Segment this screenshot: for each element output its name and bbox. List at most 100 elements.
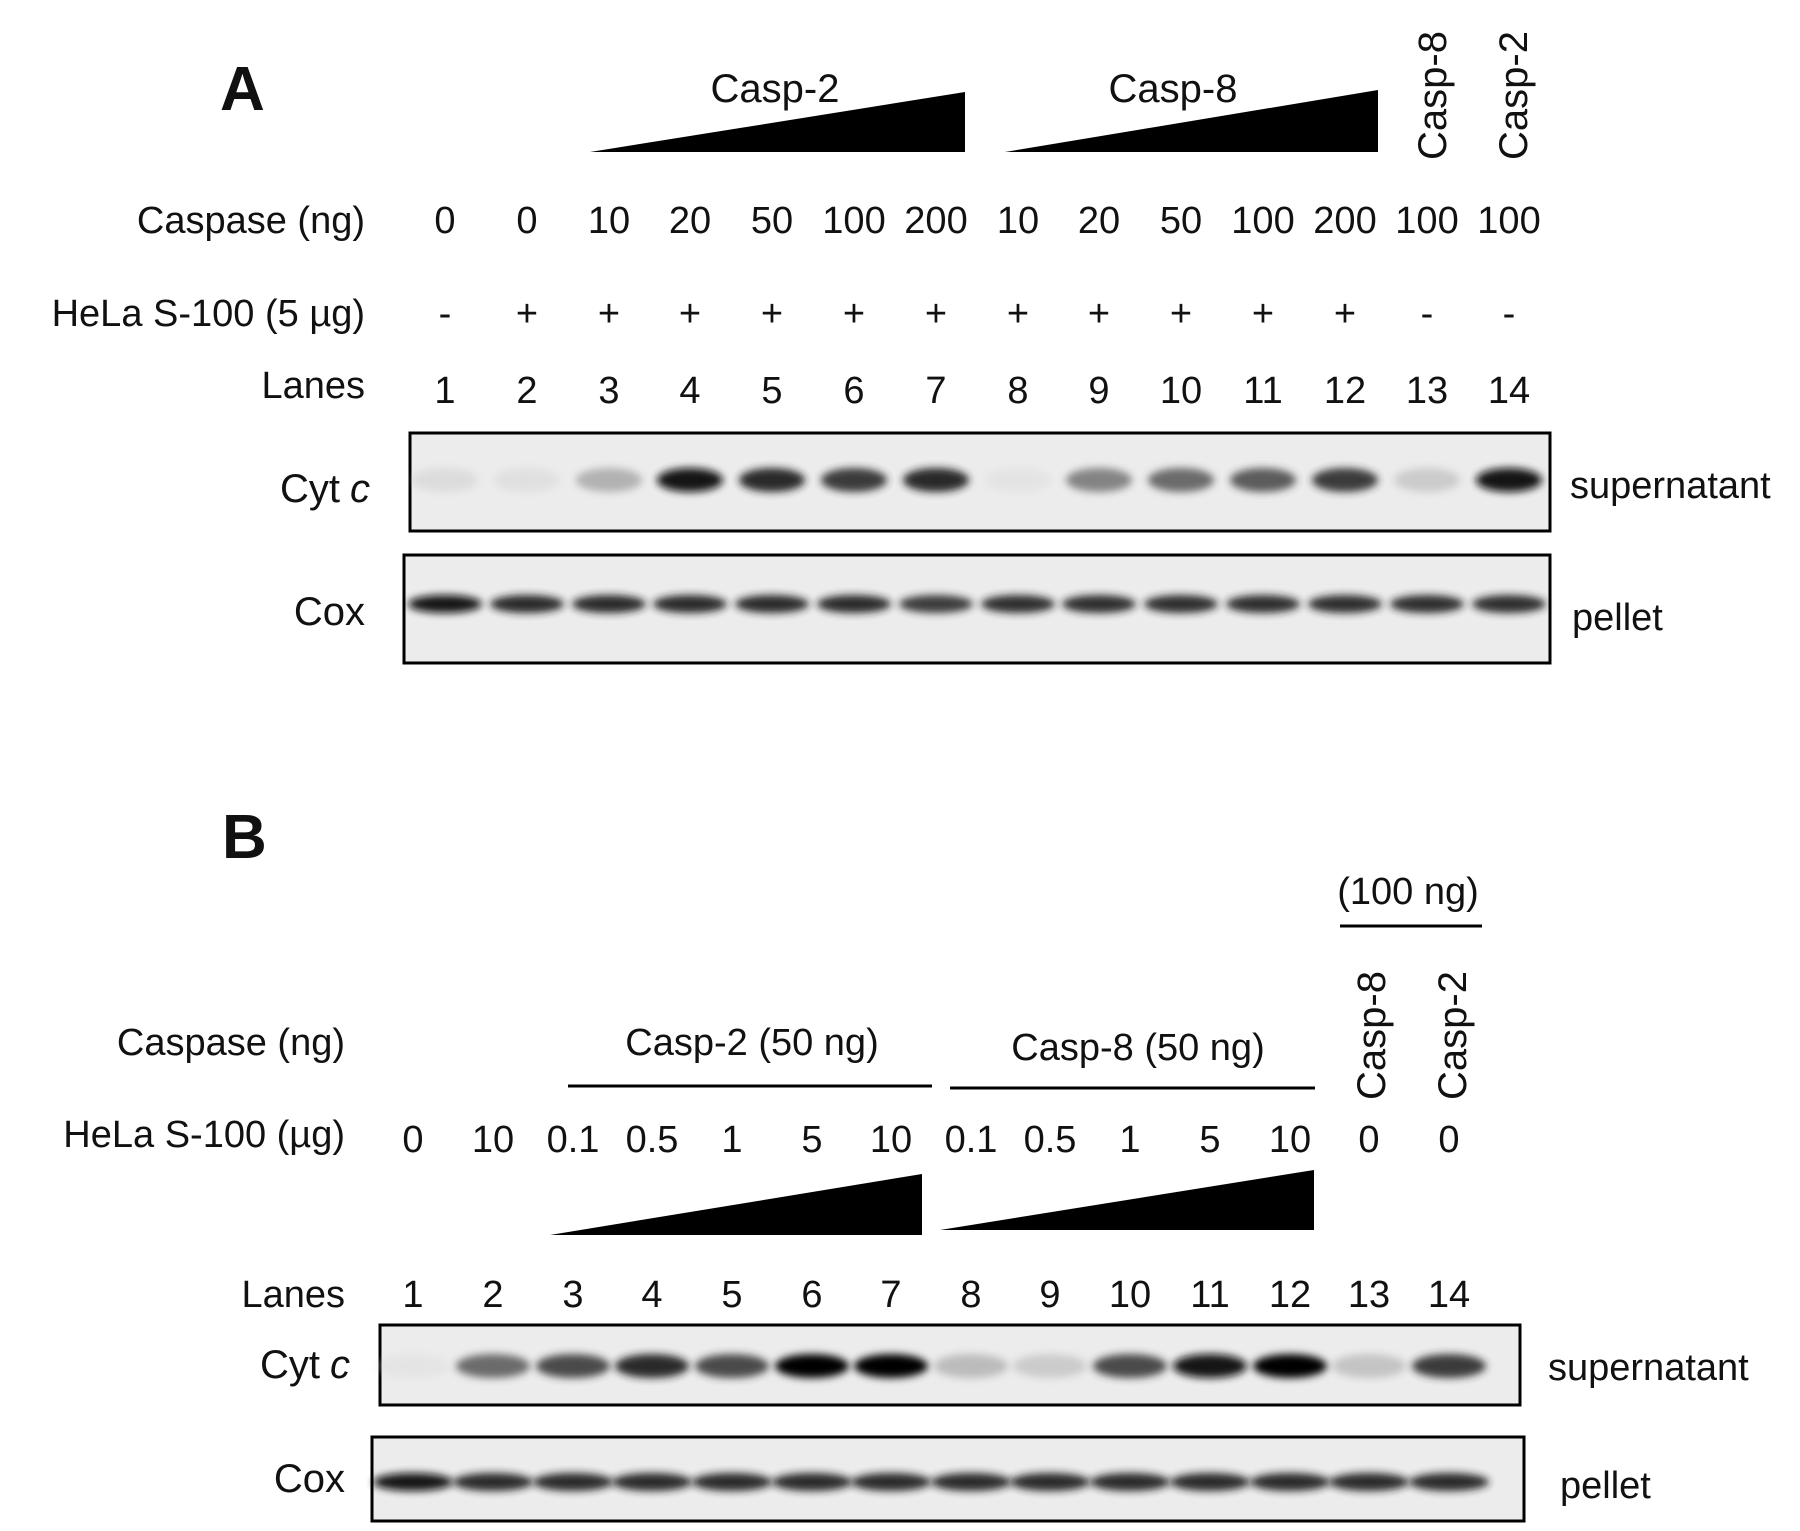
panel-a-caspase-value: 10 [997, 200, 1039, 242]
panel-b-cyt-c-band [615, 1354, 689, 1378]
panel-a-cox-band [408, 595, 482, 613]
panel-a-hela-value: + [1170, 293, 1192, 335]
panel-a-lane-number: 14 [1488, 370, 1530, 412]
panel-a-control-label: Casp-8 [1411, 31, 1455, 160]
panel-b-cox-band [1170, 1473, 1250, 1491]
casp8-ramp-label: Casp-8 [1109, 67, 1238, 111]
panel-a-cyt-c-band [1312, 468, 1378, 492]
panel-b-letter: B [222, 803, 267, 872]
panel-a-cox-band [572, 595, 646, 613]
panel-a-hela-value: - [1421, 293, 1434, 335]
casp8-ramp [1005, 90, 1378, 152]
panel-b-cox-bands [373, 1473, 1489, 1491]
panel-a-hela-value: + [1088, 293, 1110, 335]
panel-b-lane-number: 11 [1190, 1274, 1229, 1316]
panel-b-cox-band [533, 1473, 613, 1491]
panel-a-control-label: Casp-2 [1492, 31, 1536, 160]
panel-a-hela-value: - [1503, 293, 1516, 335]
panel-a-cox-band [653, 595, 727, 613]
panel-b-lane-number: 7 [880, 1274, 901, 1316]
panel-a-lane-number: 13 [1406, 370, 1448, 412]
panel-a-cox-label: Cox [294, 590, 365, 634]
panel-b-control-label: Casp-8 [1350, 971, 1394, 1100]
panel-a-lane-number: 11 [1243, 370, 1282, 412]
panel-a-cyt-c-band [1066, 468, 1132, 492]
panel-a-cyt-c-band [1394, 468, 1460, 492]
panel-b-cyt-c-band [456, 1354, 530, 1378]
panel-b-cox-band [1250, 1473, 1330, 1491]
panel-b-lane-number: 8 [960, 1274, 981, 1316]
panel-a-cyt-c-band [494, 468, 560, 492]
panel-b-hela-value: 1 [1119, 1119, 1140, 1161]
panel-b-cyt-c-band [854, 1354, 928, 1378]
panel-a-hela-value: + [1007, 293, 1029, 335]
panel-b-cox-band [1409, 1473, 1489, 1491]
panel-a-hela-row-label: HeLa S-100 (5 µg) [52, 293, 365, 335]
panel-b-hela-row-label: HeLa S-100 (µg) [63, 1114, 345, 1156]
panel-b-cox-band [1010, 1473, 1090, 1491]
panel-a-caspase-value: 20 [1078, 200, 1120, 242]
panel-a-lane-number: 6 [843, 370, 864, 412]
panel-b-cyt-c-band [1173, 1354, 1247, 1378]
panel-a-lane-number: 4 [679, 370, 700, 412]
panel-a-lane-number: 10 [1160, 370, 1202, 412]
panel-b-cyt-c-band [934, 1354, 1008, 1378]
panel-b-cyt-c-band [695, 1354, 769, 1378]
panel-a-supernatant-label: supernatant [1570, 465, 1771, 507]
panel-a-lane-number: 9 [1088, 370, 1109, 412]
panel-b-group-header: (100 ng) [1337, 871, 1479, 913]
panel-a-hela-value: + [516, 293, 538, 335]
panel-a-cox-band [1144, 595, 1218, 613]
panel-a-cox-band [490, 595, 564, 613]
panel-a-cyt-c-band [903, 468, 969, 492]
panel-a-caspase-value: 20 [669, 200, 711, 242]
panel-b-cyt-c-band [1253, 1354, 1327, 1378]
panel-b-cyt-c-band [536, 1354, 610, 1378]
panel-a-lane-number: 12 [1324, 370, 1366, 412]
panel-a-cyt-c-band [821, 468, 887, 492]
panel-b-cyt-c-band [376, 1354, 450, 1378]
casp8-group-label: Casp-8 (50 ng) [1011, 1027, 1264, 1069]
panel-a-hela-value: - [439, 293, 452, 335]
panel-b-cox-band [851, 1473, 931, 1491]
cyt-label-text: Cyt [260, 1343, 320, 1387]
panel-b-cyt-c-band [1332, 1354, 1406, 1378]
panel-b-lane-number: 13 [1348, 1274, 1390, 1316]
panel-b-casp2-ramp [550, 1174, 922, 1235]
panel-b-lane-number: 6 [801, 1274, 822, 1316]
panel-b-lanes-row-label: Lanes [241, 1274, 345, 1316]
panel-b-hela-value: 0.1 [547, 1119, 600, 1161]
panel-b-cox-label: Cox [274, 1457, 345, 1501]
panel-a-hela-value: + [679, 293, 701, 335]
panel-b-cox-band [373, 1473, 453, 1491]
panel-b-lane-number: 3 [562, 1274, 583, 1316]
panel-a-hela-value: + [1334, 293, 1356, 335]
panel-a-caspase-value: 100 [1231, 200, 1294, 242]
panel-b-hela-value: 5 [1199, 1119, 1220, 1161]
panel-a-hela-value: + [925, 293, 947, 335]
panel-b-lane-number: 2 [482, 1274, 503, 1316]
panel-b-casp8-ramp [940, 1170, 1314, 1230]
panel-b-hela-value: 0 [1358, 1119, 1379, 1161]
panel-b-lane-number: 1 [402, 1274, 423, 1316]
panel-a-cyt-c-band [985, 468, 1051, 492]
panel-b-hela-value: 5 [801, 1119, 822, 1161]
panel-b-cox-band [1090, 1473, 1170, 1491]
panel-b-cyt-c-band [1013, 1354, 1087, 1378]
panel-a-lane-number: 7 [925, 370, 946, 412]
panel-a-caspase-value: 0 [516, 200, 537, 242]
panel-b-supernatant-label: supernatant [1548, 1347, 1749, 1389]
casp2-group-label: Casp-2 (50 ng) [625, 1022, 878, 1064]
panel-b-cyt-c-band [1093, 1354, 1167, 1378]
panel-b-hela-value: 10 [1269, 1119, 1311, 1161]
panel-a-cyt-c-band [1476, 468, 1542, 492]
panel-b-cox-band [772, 1473, 852, 1491]
panel-a-cyt-c-band [657, 468, 723, 492]
panel-b-cyt-c-bands [376, 1354, 1486, 1378]
panel-b-hela-value: 10 [870, 1119, 912, 1161]
panel-a-cox-band [1472, 595, 1546, 613]
